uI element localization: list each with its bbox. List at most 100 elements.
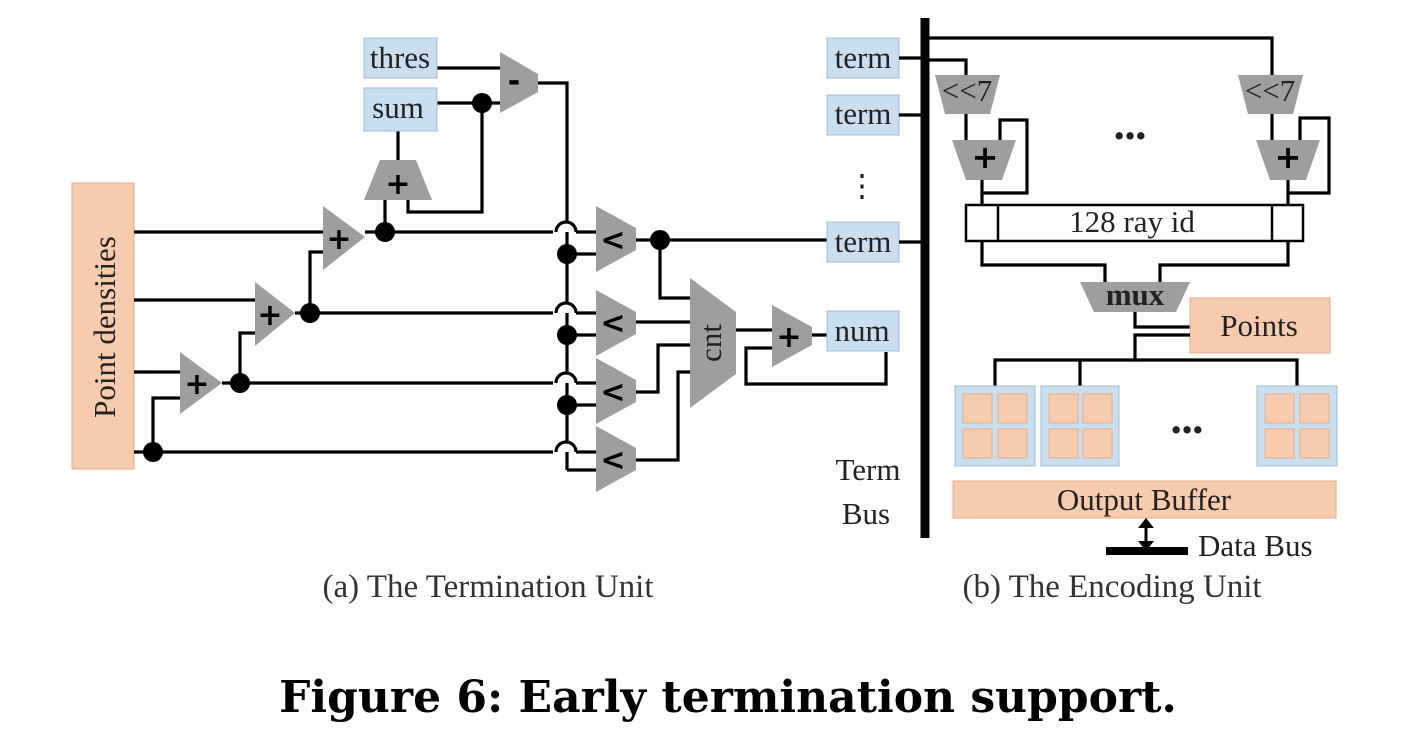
sum-feedback-wire [406,103,484,214]
counter-label: cnt [693,324,728,362]
shifter-right-label: <<7 [1245,73,1295,108]
adder1-feed-wire [151,396,180,452]
data-bus-arrow-icon [1106,518,1188,555]
points-block [1189,297,1331,354]
output-buffer-label: Output Buffer [1057,482,1232,517]
num-feedback-wire [744,346,888,386]
sum-adder-symbol: + [385,167,410,202]
term-label-3: term [835,224,892,259]
junction-dot [143,442,163,462]
vertical-ellipsis: ⋮ [847,168,878,203]
tile-cell [1048,393,1079,424]
sum-adder: + [364,160,432,202]
data-bus-label: Data Bus [1198,528,1313,563]
mux-to-points [1133,312,1190,329]
adder-1: + [180,352,222,414]
adder-2: + [255,282,295,346]
cmp1-out-to-cnt [658,240,690,300]
term-bus-label-1: Term [836,452,901,487]
termination-unit-caption: (a) The Termination Unit [323,569,654,605]
shifter-left: <<7 [935,73,1000,114]
comparator-2: < [596,290,636,356]
comparator-4-symbol: < [600,443,625,478]
hop-2 [554,301,578,314]
comparator-1: < [596,206,636,272]
thres-register [363,37,438,79]
comparator-3: < [596,358,636,424]
tile-cell [997,428,1028,459]
num-label: num [834,313,889,348]
adder-3: + [323,206,365,270]
term-label-1: term [835,40,892,75]
junction-dot [557,395,577,415]
tile-cell [1299,428,1330,459]
encoding-unit-caption: (b) The Encoding Unit [962,569,1261,605]
tile-cell [1299,393,1330,424]
point-densities-label: Point densities [87,236,122,418]
ray-id-register [964,203,1305,243]
adder-2-symbol: + [257,298,282,333]
comparator-3-symbol: < [600,375,625,410]
hop-3 [554,371,578,384]
point-densities-block [71,182,135,470]
sum-label: sum [372,90,424,125]
adder-1-symbol: + [184,367,209,402]
comparator-1-symbol: < [600,223,625,258]
subtractor: - [500,52,538,113]
output-buffer-block [952,480,1337,519]
accum-right-feedback [1286,116,1331,195]
cmp3-out [636,343,690,394]
tile-cell [1048,428,1079,459]
junction-dot [650,230,670,250]
compute-tile-1 [954,385,1036,467]
mux-label: mux [1106,277,1165,312]
subtractor-symbol: - [508,64,520,99]
num-register [826,310,900,352]
termination-unit: Point densities [71,37,900,605]
wire-hops [554,220,578,453]
shifter-right: <<7 [1238,73,1303,114]
adder2-feed-wire [238,331,255,383]
tile-cell [962,428,993,459]
encoding-unit: term term term ⋮ Term Bus <<7 ••• + [826,18,1338,605]
num-adder: + [772,305,812,367]
points-to-tile-right [1135,358,1299,386]
junction-dot [230,373,250,393]
term-register-1 [826,37,900,79]
tile-cell [1264,393,1295,424]
junction-dot [472,93,492,113]
tile-cell [1082,393,1113,424]
ray-id-label: 128 ray id [1069,204,1195,239]
adder3-feed-wire [308,250,323,313]
accum-adder-left: ••• + [952,138,1016,180]
junction-dot [300,303,320,323]
junction-dot [375,222,395,242]
term-register-2 [826,94,900,136]
accum-adder-left-plus: + [972,138,999,176]
adder-3-symbol: + [326,222,351,257]
ray-id-to-mux-left [980,241,1107,282]
bus-to-shifter-right [925,36,1274,75]
tile-cell [962,393,993,424]
tile-cell [1082,428,1113,459]
hop-4 [554,440,578,453]
comparator-2-symbol: < [600,306,625,341]
column-ellipsis: ••• [1114,118,1147,153]
ray-id-to-mux-right [1158,241,1290,282]
junction-dot [557,244,577,264]
figure-title: Figure 6: Early termination support. [279,672,1177,723]
comparator-4: < [596,426,636,492]
junction-dot [557,325,577,345]
hop-1 [554,220,578,233]
compute-tile-2 [1040,385,1120,467]
thres-label: thres [370,40,430,75]
sum-register [363,87,438,132]
points-label: Points [1220,308,1298,343]
num-adder-symbol: + [776,320,801,355]
shifter-left-label: <<7 [942,73,992,108]
counter: cnt [690,278,736,408]
term-label-2: term [835,96,892,131]
accum-adder-right: + [1256,138,1320,180]
tile-cell [997,393,1028,424]
